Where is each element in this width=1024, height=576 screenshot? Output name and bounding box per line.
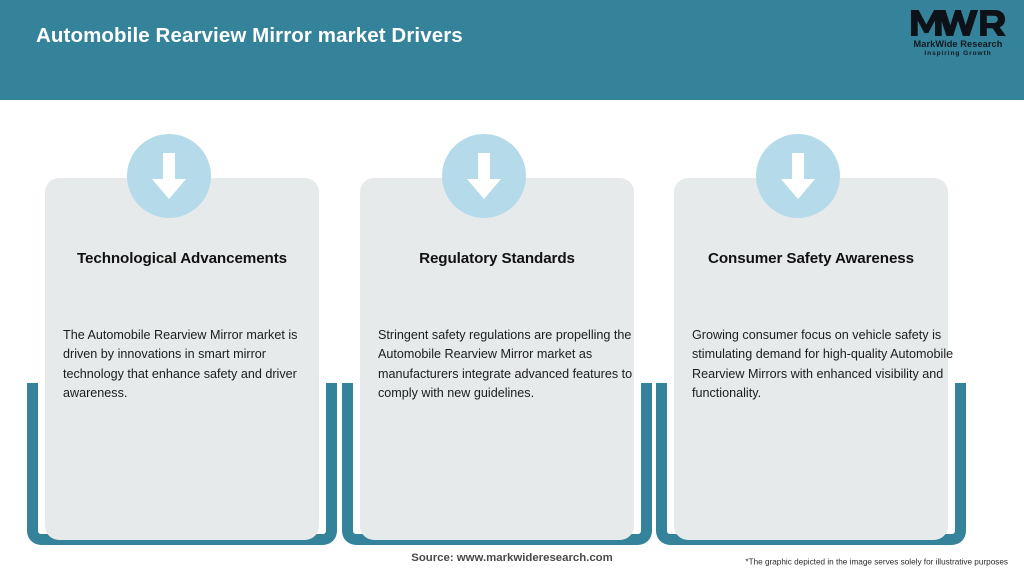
- card-title: Regulatory Standards: [419, 250, 575, 267]
- page-title: Automobile Rearview Mirror market Driver…: [36, 24, 463, 47]
- down-arrow-icon: [756, 134, 840, 218]
- mwr-logo-icon: [910, 10, 1006, 36]
- driver-card: Regulatory Standards Stringent safety re…: [342, 100, 652, 545]
- card-panel: [674, 178, 948, 540]
- driver-card: Technological Advancements The Automobil…: [27, 100, 337, 545]
- disclaimer-note: *The graphic depicted in the image serve…: [745, 557, 1008, 567]
- header-bar: Automobile Rearview Mirror market Driver…: [0, 0, 1024, 100]
- down-arrow-glyph: [152, 153, 186, 199]
- source-label: Source: www.markwideresearch.com: [411, 552, 613, 564]
- card-body-text: Stringent safety regulations are propell…: [378, 328, 633, 401]
- logo-tagline: Inspiring Growth: [924, 50, 992, 57]
- down-arrow-icon: [442, 134, 526, 218]
- card-body-text: Growing consumer focus on vehicle safety…: [692, 328, 954, 401]
- card-panel: [360, 178, 634, 540]
- down-arrow-glyph: [467, 153, 501, 199]
- drivers-card-row: Technological Advancements The Automobil…: [0, 100, 1024, 545]
- card-title: Technological Advancements: [76, 250, 288, 267]
- down-arrow-glyph: [781, 153, 815, 199]
- card-title: Consumer Safety Awareness: [708, 250, 914, 267]
- card-panel: [45, 178, 319, 540]
- logo-company-name: MarkWide Research: [913, 39, 1003, 49]
- down-arrow-icon: [127, 134, 211, 218]
- card-body-text: The Automobile Rearview Mirror market is…: [63, 328, 298, 401]
- driver-card: Consumer Safety Awareness Growing consum…: [656, 100, 966, 545]
- brand-logo: MarkWide Research Inspiring Growth: [906, 8, 1010, 64]
